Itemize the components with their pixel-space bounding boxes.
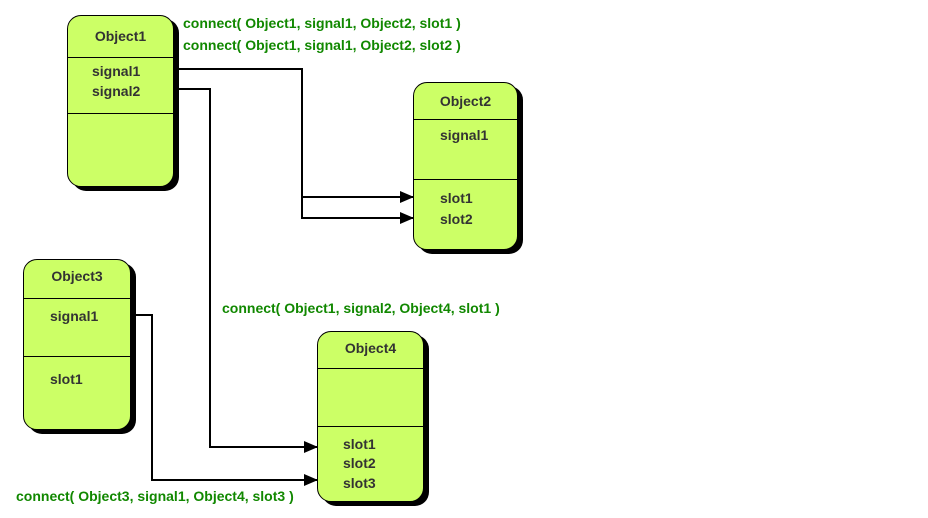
object3-box: Object3 signal1 slot1	[23, 259, 131, 430]
object3-divider-top	[24, 298, 130, 299]
object2-divider-top	[414, 119, 517, 120]
object3-title: Object3	[51, 268, 103, 284]
connection-label-1: connect( Object1, signal1, Object2, slot…	[183, 15, 461, 31]
connection-label-3: connect( Object1, signal2, Object4, slot…	[222, 300, 500, 316]
object1-box: Object1 signal1 signal2	[67, 15, 174, 187]
object3-signal1: signal1	[50, 308, 99, 324]
object3-slot1: slot1	[50, 371, 83, 387]
object4-box: Object4 slot1 slot2 slot3	[317, 331, 424, 502]
object2-slot1: slot1	[440, 190, 473, 206]
object1-title: Object1	[94, 28, 147, 44]
object2-slot2: slot2	[440, 211, 473, 227]
object2-box: Object2 signal1 slot1 slot2	[413, 82, 518, 250]
object1-signal1: signal1	[92, 63, 141, 79]
wire-object1-signal1-object2-slot1	[178, 68, 414, 203]
object2-divider-bottom	[414, 179, 517, 180]
object2-title: Object2	[439, 93, 492, 109]
wire-object3-signal1-object4-slot3	[131, 314, 318, 486]
object1-divider-bottom	[68, 113, 173, 114]
object4-slot2: slot2	[343, 455, 376, 471]
wire-object1-signal2-object4-slot1	[178, 88, 318, 453]
object4-slot3: slot3	[343, 475, 376, 491]
object2-signal1: signal1	[440, 127, 489, 143]
object4-divider-bottom	[318, 426, 423, 427]
object3-divider-bottom	[24, 356, 130, 357]
object1-divider-top	[68, 57, 173, 58]
object4-slot1: slot1	[343, 436, 376, 452]
connection-label-4: connect( Object3, signal1, Object4, slot…	[16, 488, 294, 504]
object4-divider-top	[318, 368, 423, 369]
connection-label-2: connect( Object1, signal1, Object2, slot…	[183, 37, 461, 53]
wire-object1-signal1-object2-slot2	[301, 197, 414, 224]
object1-signal2: signal2	[92, 83, 141, 99]
object4-title: Object4	[344, 340, 397, 356]
